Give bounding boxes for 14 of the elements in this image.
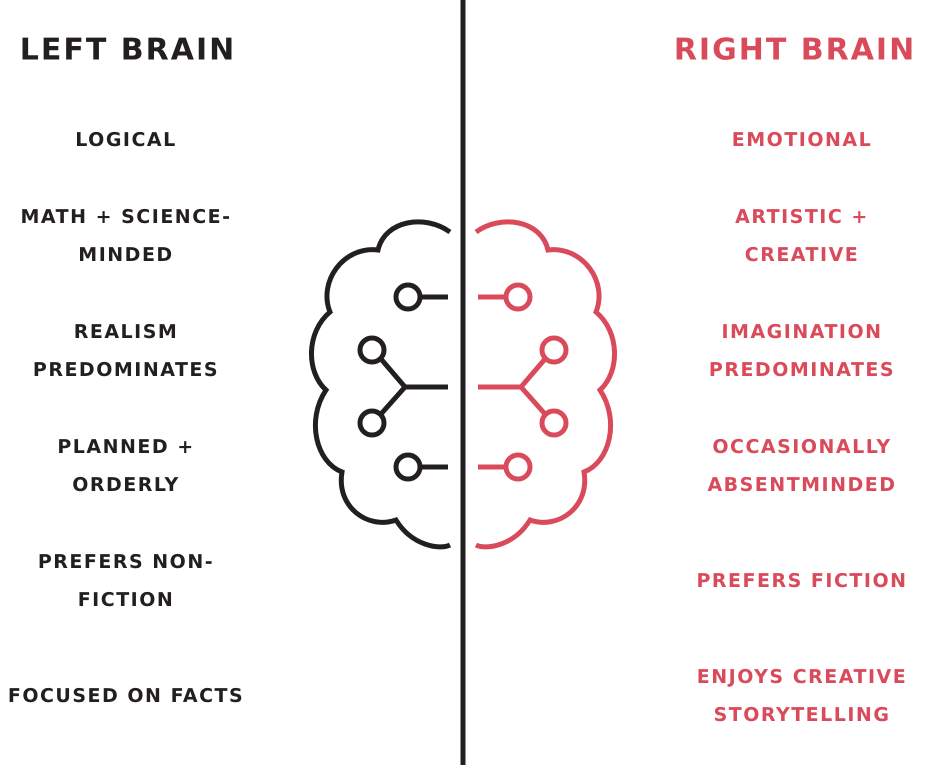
column-heading: LEFT BRAIN xyxy=(20,32,236,68)
trait-text: REALISM PREDOMINATES xyxy=(32,320,220,383)
trait-text: PREFERS NON-FICTION xyxy=(36,550,216,613)
trait-text: MATH + SCIENCE-MINDED xyxy=(19,205,233,268)
column-heading: RIGHT BRAIN xyxy=(674,32,916,68)
trait-text: EMOTIONAL xyxy=(730,128,874,153)
trait-text: PREFERS FICTION xyxy=(696,569,908,594)
trait-text: PLANNED + ORDERLY xyxy=(56,435,196,498)
trait-text: IMAGINATION PREDOMINATES xyxy=(708,320,896,383)
trait-text: ENJOYS CREATIVE STORYTELLING xyxy=(696,665,908,728)
trait-text: OCCASIONALLY ABSENTMINDED xyxy=(706,435,898,498)
trait-text: LOGICAL xyxy=(74,128,178,153)
trait-text: FOCUSED ON FACTS xyxy=(6,684,246,709)
trait-text: ARTISTIC + CREATIVE xyxy=(734,205,870,268)
